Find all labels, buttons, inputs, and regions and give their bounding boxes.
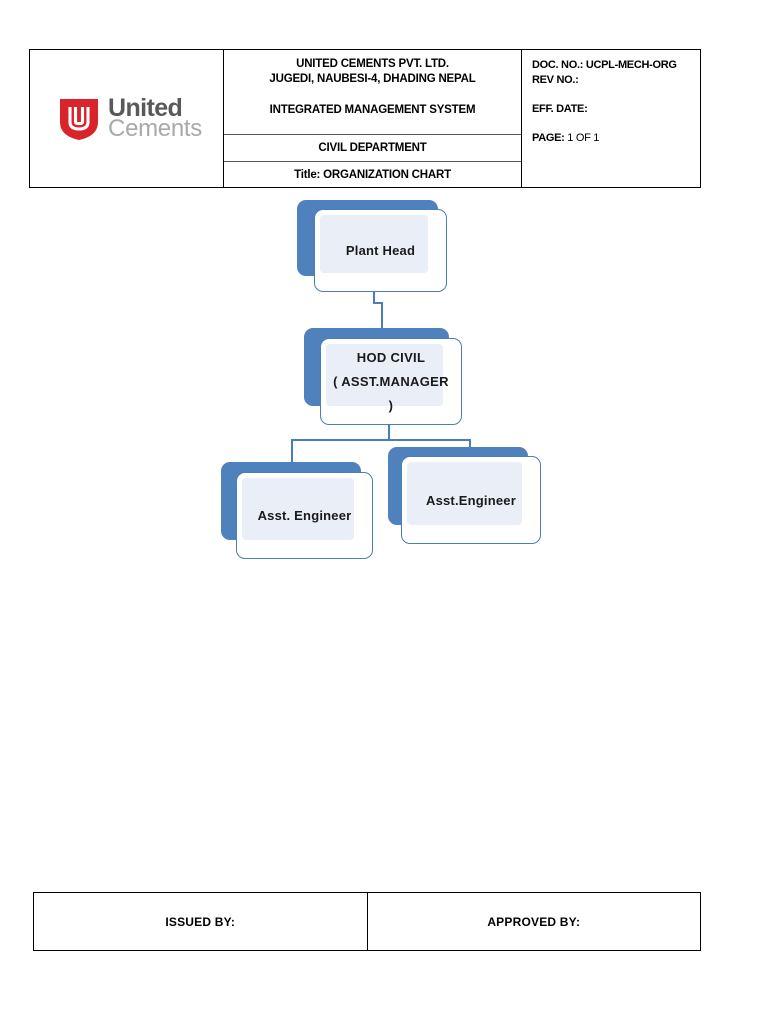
header-logo-cell: United Cements [30,50,224,187]
doc-no: DOC. NO.: UCPL-MECH-ORG [532,59,677,71]
org-node-asst-engineer-2[interactable]: Asst.Engineer [388,447,541,545]
org-node-asst-engineer-1-label: Asst. Engineer [257,508,352,523]
company-logo-wordmark: United Cements [108,93,202,142]
org-node-asst-engineer-1-shadow [221,462,361,540]
issued-by-cell: ISSUED BY: [34,893,368,950]
document-title: Title: ORGANIZATION CHART [294,168,451,181]
org-node-hod-civil[interactable]: HOD CIVIL ( ASST.MANAGER ) [304,328,462,426]
connector-plant-head-to-hod-vertical-bottom [381,302,383,329]
connector-hod-horizontal-bar [291,439,471,441]
connector-to-asst-engineer-1 [291,439,293,464]
page-label: PAGE: [532,132,565,144]
org-node-asst-engineer-2-shadow [388,447,528,525]
header-department-row: CIVIL DEPARTMENT [224,135,521,162]
org-node-asst-engineer-2-inner [407,462,522,525]
logo-word-united: United [108,93,183,122]
page-value: 1 OF 1 [567,132,600,144]
signature-table: ISSUED BY: APPROVED BY: [33,892,701,951]
header-title-row: Title: ORGANIZATION CHART [224,162,521,187]
org-node-plant-head-inner [320,215,428,273]
company-logo: United Cements [57,93,202,142]
company-address: JUGEDI, NAUBESI-4, DHADING NEPAL [269,73,476,85]
header-center-cell: UNITED CEMENTS PVT. LTD. JUGEDI, NAUBESI… [224,50,522,187]
org-node-plant-head-label: Plant Head [345,243,416,258]
org-node-plant-head[interactable]: Plant Head [297,200,449,294]
system-name: INTEGRATED MANAGEMENT SYSTEM [269,104,476,116]
org-node-plant-head-shadow [297,200,438,276]
org-node-hod-civil-face: HOD CIVIL ( ASST.MANAGER ) [320,338,462,425]
org-node-hod-civil-shadow [304,328,449,406]
document-header-table: United Cements UNITED CEMENTS PVT. LTD. … [29,49,701,188]
org-node-asst-engineer-2-label: Asst.Engineer [425,492,516,508]
org-node-plant-head-face: Plant Head [314,209,447,292]
org-node-hod-civil-label: HOD CIVIL ( ASST.MANAGER ) [333,349,449,413]
header-company-block: UNITED CEMENTS PVT. LTD. JUGEDI, NAUBESI… [224,50,521,135]
org-node-asst-engineer-1-inner [242,478,354,540]
company-name: UNITED CEMENTS PVT. LTD. [296,58,449,70]
logo-word-cements: Cements [108,114,202,142]
approved-by-cell: APPROVED BY: [487,914,581,929]
org-node-asst-engineer-2-face: Asst.Engineer [401,456,541,544]
org-node-asst-engineer-1[interactable]: Asst. Engineer [221,462,373,560]
org-node-hod-civil-inner [326,344,443,406]
org-node-asst-engineer-1-face: Asst. Engineer [236,472,373,559]
rev-no: REV NO.: [532,74,579,86]
eff-date: EFF. DATE: [532,103,588,115]
connector-to-asst-engineer-2 [469,439,471,450]
department-name: CIVIL DEPARTMENT [318,142,427,154]
connector-plant-head-to-hod-vertical-top [373,290,375,303]
connector-plant-head-to-hod-jog [373,302,383,304]
header-meta-cell: DOC. NO.: UCPL-MECH-ORG REV NO.: EFF. DA… [522,50,700,187]
connector-hod-down-stem [388,424,390,441]
page-number: PAGE: 1 OF 1 [532,131,700,146]
united-cements-logo-mark-icon [57,96,101,142]
